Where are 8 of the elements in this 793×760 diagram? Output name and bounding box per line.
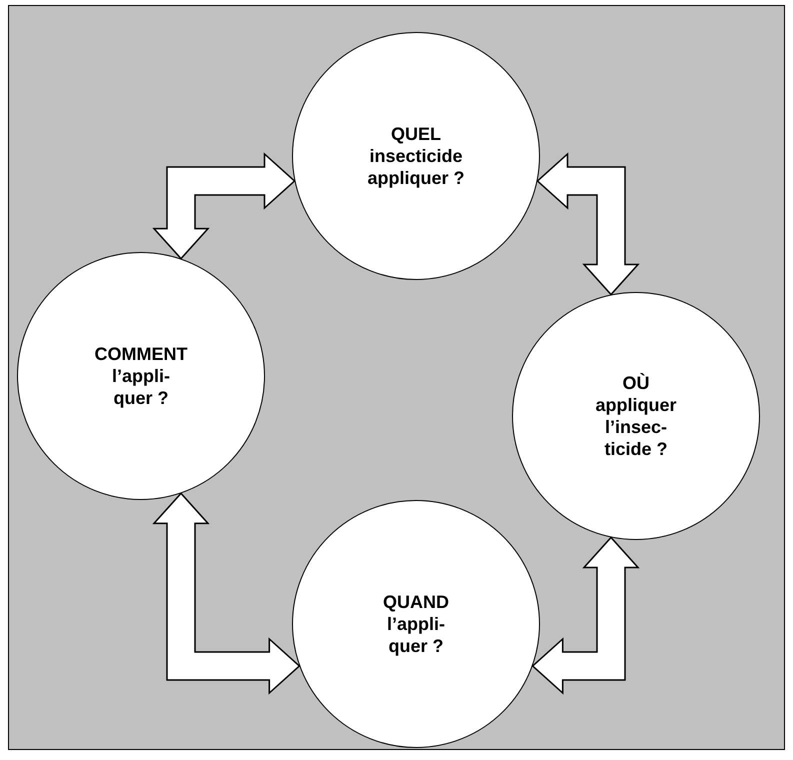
question-text: COMMENT l’appli- quer ? bbox=[94, 343, 188, 409]
question-text: QUAND l’appli- quer ? bbox=[382, 591, 450, 657]
block-arrow bbox=[532, 536, 640, 695]
question-text: QUEL insecticide appliquer ? bbox=[366, 123, 466, 189]
block-arrow bbox=[152, 492, 300, 695]
block-arrow bbox=[152, 152, 296, 260]
question-text: OÙ appliquer l’insec- ticide ? bbox=[594, 372, 678, 460]
block-arrow bbox=[536, 152, 640, 296]
